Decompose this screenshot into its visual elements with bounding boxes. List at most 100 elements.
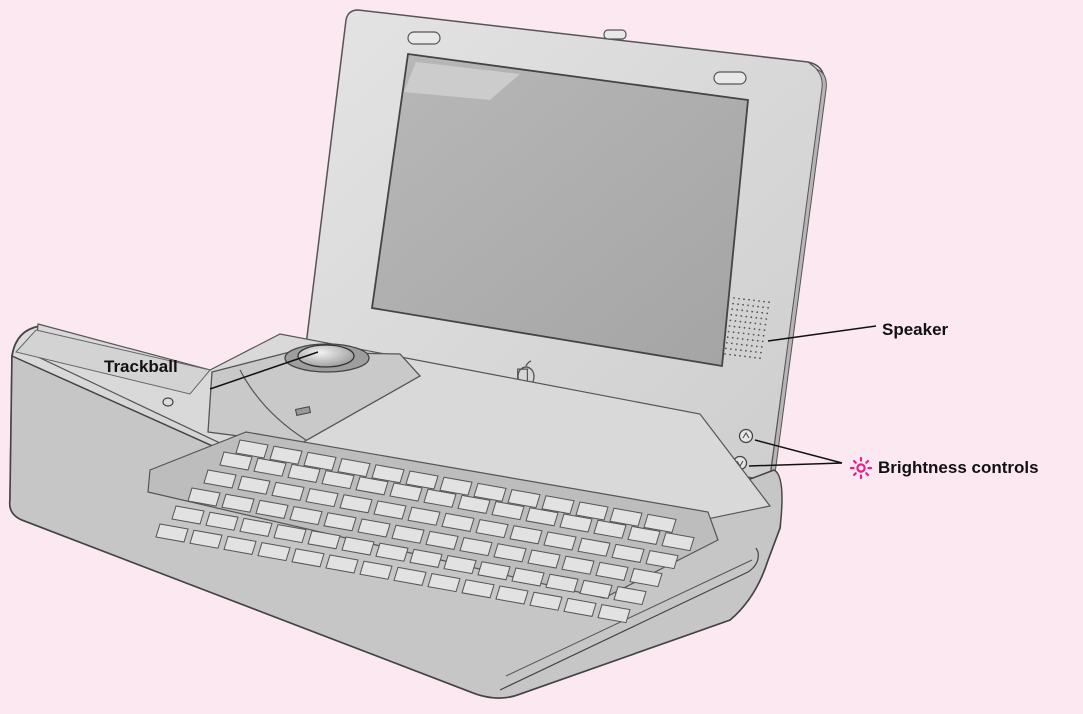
keyboard-key[interactable] bbox=[205, 511, 239, 531]
grille-hole bbox=[725, 347, 727, 350]
grille-hole bbox=[753, 328, 756, 330]
keyboard-key[interactable] bbox=[643, 513, 677, 533]
keyboard-key[interactable] bbox=[257, 542, 291, 562]
keyboard-key[interactable] bbox=[203, 469, 237, 489]
keyboard-key[interactable] bbox=[341, 536, 375, 556]
keyboard-key[interactable] bbox=[563, 597, 597, 617]
keyboard-key[interactable] bbox=[189, 529, 223, 549]
keyboard-key[interactable] bbox=[423, 488, 457, 508]
keyboard-key[interactable] bbox=[357, 518, 391, 538]
keyboard-key[interactable] bbox=[391, 524, 425, 544]
keyboard-key[interactable] bbox=[613, 586, 647, 606]
brightness-leader-up bbox=[754, 439, 843, 464]
keyboard-key[interactable] bbox=[609, 507, 643, 527]
keyboard-key[interactable] bbox=[427, 573, 461, 593]
keyboard-key[interactable] bbox=[475, 519, 509, 539]
keyboard-key[interactable] bbox=[461, 579, 495, 599]
keyboard-key[interactable] bbox=[507, 489, 541, 509]
keyboard-key[interactable] bbox=[473, 482, 507, 502]
keyboard-key[interactable] bbox=[439, 476, 473, 496]
grille-hole bbox=[760, 346, 763, 348]
keyboard-key[interactable] bbox=[393, 566, 427, 586]
keyboard-key[interactable] bbox=[337, 458, 371, 478]
keyboard-key[interactable] bbox=[629, 568, 663, 588]
keyboard-key[interactable] bbox=[575, 501, 609, 521]
keyboard-key[interactable] bbox=[287, 463, 321, 483]
keyboard-key[interactable] bbox=[477, 561, 511, 581]
keyboard-key[interactable] bbox=[543, 531, 577, 551]
keyboard-key[interactable] bbox=[273, 524, 307, 544]
keyboard-key[interactable] bbox=[493, 543, 527, 563]
keyboard-key[interactable] bbox=[355, 476, 389, 496]
keyboard-key[interactable] bbox=[525, 507, 559, 527]
keyboard-key[interactable] bbox=[221, 493, 255, 513]
grille-hole bbox=[729, 353, 731, 356]
keyboard-key[interactable] bbox=[545, 573, 579, 593]
keyboard-key[interactable] bbox=[561, 555, 595, 575]
keyboard-key[interactable] bbox=[407, 506, 441, 526]
keyboard-key[interactable] bbox=[223, 535, 257, 555]
keyboard-key[interactable] bbox=[645, 550, 679, 570]
keyboard-key[interactable] bbox=[239, 517, 273, 537]
keyboard-key[interactable] bbox=[255, 499, 289, 519]
grille-hole bbox=[748, 327, 751, 330]
keyboard-key[interactable] bbox=[443, 555, 477, 575]
keyboard-key[interactable] bbox=[289, 506, 323, 526]
keyboard-key[interactable] bbox=[593, 519, 627, 539]
keyboard-key[interactable] bbox=[303, 451, 337, 471]
keyboard-key[interactable] bbox=[271, 481, 305, 501]
grille-hole bbox=[735, 314, 738, 317]
keyboard-key[interactable] bbox=[491, 501, 525, 521]
keyboard-key[interactable] bbox=[559, 513, 593, 533]
keyboard-key[interactable] bbox=[269, 445, 303, 465]
grille-hole bbox=[767, 306, 769, 309]
grille-hole bbox=[758, 328, 761, 331]
keyboard-key[interactable] bbox=[323, 512, 357, 532]
keyboard-key[interactable] bbox=[389, 482, 423, 502]
keyboard-key[interactable] bbox=[373, 500, 407, 520]
keyboard-key[interactable] bbox=[611, 543, 645, 563]
keyboard-key[interactable] bbox=[405, 470, 439, 490]
keyboard-key[interactable] bbox=[457, 494, 491, 514]
keyboard-key[interactable] bbox=[495, 585, 529, 605]
trackball[interactable] bbox=[297, 344, 355, 368]
keyboard-key[interactable] bbox=[305, 488, 339, 508]
brightness-up-button[interactable] bbox=[738, 428, 754, 444]
keyboard-key[interactable] bbox=[235, 439, 269, 459]
keyboard-key[interactable] bbox=[237, 475, 271, 495]
keyboard-key[interactable] bbox=[409, 548, 443, 568]
keyboard-key[interactable] bbox=[595, 561, 629, 581]
keyboard-key[interactable] bbox=[171, 505, 205, 525]
keyboard-key[interactable] bbox=[441, 512, 475, 532]
keyboard-key[interactable] bbox=[579, 579, 613, 599]
keyboard-key[interactable] bbox=[253, 457, 287, 477]
keyboard-key[interactable] bbox=[459, 537, 493, 557]
keyboard-key[interactable] bbox=[627, 525, 661, 545]
keyboard-key[interactable] bbox=[187, 487, 221, 507]
grille-hole bbox=[730, 342, 733, 345]
keyboard-key[interactable] bbox=[371, 464, 405, 484]
keyboard-key[interactable] bbox=[529, 591, 563, 611]
keyboard-key[interactable] bbox=[339, 494, 373, 514]
keyboard-key[interactable] bbox=[597, 604, 631, 624]
keyboard-key[interactable] bbox=[577, 537, 611, 557]
keyboard-key[interactable] bbox=[219, 451, 253, 471]
keyboard-key[interactable] bbox=[509, 525, 543, 545]
keyboard-key[interactable] bbox=[425, 530, 459, 550]
keyboard-key[interactable] bbox=[375, 542, 409, 562]
keyboard[interactable] bbox=[147, 431, 719, 624]
keyboard-key[interactable] bbox=[325, 554, 359, 574]
brightness-callout: Brightness controls bbox=[848, 456, 1039, 480]
keyboard-key[interactable] bbox=[321, 470, 355, 490]
keyboard-key[interactable] bbox=[541, 495, 575, 515]
keyboard-key[interactable] bbox=[511, 567, 545, 587]
keyboard-key[interactable] bbox=[307, 530, 341, 550]
grille-hole bbox=[739, 354, 741, 357]
keyboard-key[interactable] bbox=[661, 532, 695, 552]
keyboard-key[interactable] bbox=[527, 549, 561, 569]
grille-hole bbox=[734, 320, 737, 322]
keyboard-key[interactable] bbox=[359, 560, 393, 580]
keyboard-key[interactable] bbox=[291, 548, 325, 568]
keyboard-key[interactable] bbox=[155, 523, 189, 543]
latch-button[interactable] bbox=[162, 397, 174, 407]
